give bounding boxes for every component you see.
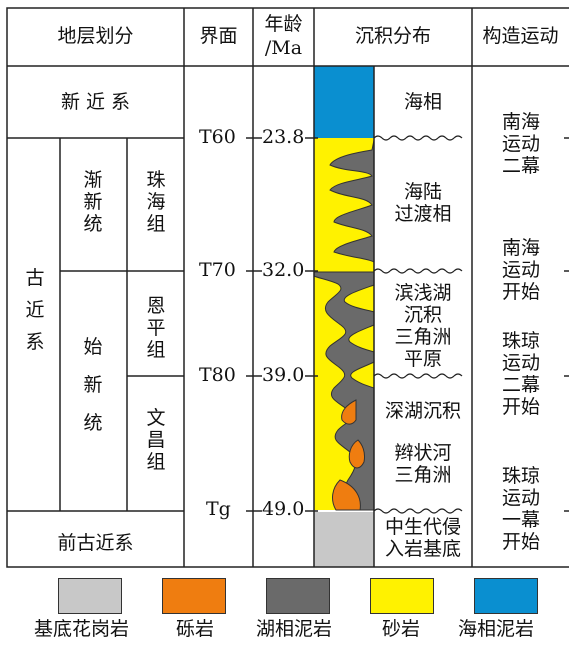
facies-shallow-lake-3: 三角洲 <box>394 326 452 348</box>
legend-label-lake-mudstone: 湖相泥岩 <box>256 618 333 640</box>
stratum-wenchang: 文昌组 <box>146 407 166 473</box>
interface-t80: T80 <box>199 364 236 386</box>
facies-braided-2: 三角洲 <box>394 464 452 486</box>
header-tectonic: 构造运动 <box>482 25 559 47</box>
column-conglomerate <box>332 399 365 511</box>
tectonic-t3-line-1: 珠琼 <box>501 330 540 352</box>
tectonic-t2-line-1: 南海 <box>501 237 540 259</box>
facies-shallow-lake-2: 沉积 <box>403 304 442 326</box>
tectonic-t3-line-3: 二幕 <box>501 374 540 396</box>
legend-label-conglomerate: 砾岩 <box>176 618 215 640</box>
tectonic-t1-line-2: 运动 <box>501 133 540 155</box>
tectonic-t4-line-4: 开始 <box>501 531 540 553</box>
facies-transitional-2: 过渡相 <box>394 203 452 225</box>
tectonic-t2-line-2: 运动 <box>501 259 540 281</box>
stratum-neogene: 新 近 系 <box>60 91 131 113</box>
facies-basement-2: 入岩基底 <box>384 538 461 560</box>
tectonic-t4-line-3: 一幕 <box>501 509 540 531</box>
age-32-0: 32.0 <box>262 259 305 281</box>
stratum-paleogene: 古近系 <box>25 267 45 353</box>
tectonic-t2-line-3: 开始 <box>501 281 540 303</box>
age-39-0: 39.0 <box>262 364 305 386</box>
facies-shallow-lake-1: 滨浅湖 <box>394 282 452 304</box>
stratum-eocene: 始新统 <box>83 336 103 434</box>
legend-swatch-lake-mudstone <box>266 578 330 614</box>
legend-swatch-granite <box>58 578 122 614</box>
facies-shallow-lake-4: 平原 <box>403 348 442 370</box>
legend-label-granite: 基底花岗岩 <box>34 618 130 640</box>
column-lake-mudstone-upper <box>329 139 375 263</box>
facies-basement-1: 中生代侵 <box>384 516 461 538</box>
interface-t70: T70 <box>199 259 236 281</box>
stratum-enping: 恩平组 <box>146 295 166 361</box>
facies-marine: 海相 <box>403 91 442 113</box>
tectonic-t4-line-1: 珠琼 <box>501 465 540 487</box>
tectonic-t4-line-2: 运动 <box>501 487 540 509</box>
header-age: 年龄 <box>264 13 303 35</box>
column-sandstone-lobes <box>343 284 375 389</box>
tectonic-t3-line-4: 开始 <box>501 396 540 418</box>
header-age-unit: /Ma <box>264 37 303 59</box>
legend-swatch-marine-mudstone <box>474 578 538 614</box>
legend-swatch-conglomerate <box>162 578 226 614</box>
interface-t60: T60 <box>199 126 236 148</box>
tectonic-t3-line-2: 运动 <box>501 352 540 374</box>
header-deposition: 沉积分布 <box>354 25 431 47</box>
age-49-0: 49.0 <box>262 498 305 520</box>
tectonic-t1-line-1: 南海 <box>501 111 540 133</box>
facies-braided-1: 辫状河 <box>394 442 452 464</box>
facies-deep-lake: 深湖沉积 <box>384 400 461 422</box>
column-granite-basement <box>314 512 374 567</box>
unconformity-lines <box>373 135 463 514</box>
table-grid <box>6 7 569 568</box>
interface-tg: Tg <box>206 498 231 520</box>
facies-transitional-1: 海陆 <box>403 181 442 203</box>
tectonic-t1-line-3: 二幕 <box>501 155 540 177</box>
legend-label-marine-mudstone: 海相泥岩 <box>458 618 535 640</box>
column-marine-mudstone <box>314 66 374 138</box>
legend-swatch-sandstone <box>370 578 434 614</box>
header-strata: 地层划分 <box>57 25 134 47</box>
header-interface: 界面 <box>199 25 238 47</box>
stratum-pre-paleogene: 前古近系 <box>57 532 134 554</box>
age-23-8: 23.8 <box>262 126 305 148</box>
stratum-oligocene: 渐新统 <box>83 169 103 235</box>
legend-label-sandstone: 砂岩 <box>382 618 421 640</box>
stratum-zhuhai: 珠海组 <box>146 169 166 235</box>
